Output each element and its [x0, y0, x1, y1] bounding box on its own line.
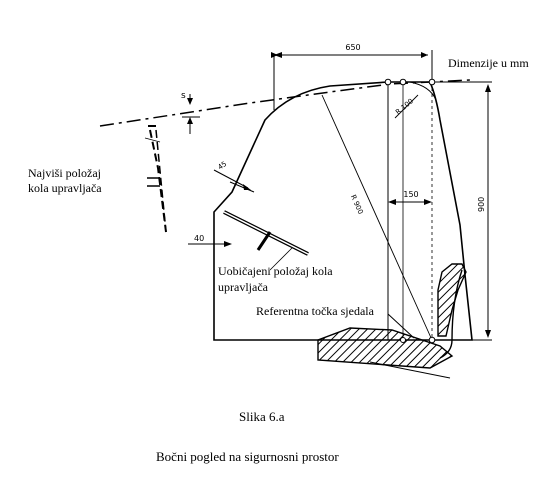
dim-40: 40 — [194, 234, 204, 243]
dim-900: 900 — [477, 197, 486, 212]
dim-s: s — [181, 91, 186, 101]
safety-space-outline — [213, 81, 473, 341]
figure-number: Slika 6.a — [239, 409, 285, 424]
usual-position-label-line1: Uobičajeni položaj kola — [218, 264, 333, 278]
figure-title: Bočni pogled na sigurnosni prostor — [156, 449, 339, 464]
seat-reference-point-label: Referentna točka sjedala — [256, 304, 374, 318]
highest-position-label-line2: kola upravljača — [28, 181, 102, 195]
seat-cushion — [317, 327, 454, 369]
steering-highest-position — [148, 125, 167, 233]
dim-650: 650 — [345, 43, 360, 52]
dim-150: 150 — [403, 190, 418, 199]
dim-45: 45 — [216, 160, 228, 172]
usual-position-label-line2: upravljača — [218, 280, 268, 294]
highest-position-label-line1: Najviši položaj — [28, 166, 101, 180]
dim-r900: R 900 — [349, 194, 365, 216]
roof-dashed-line — [99, 79, 471, 127]
units-label: Dimenzije u mm — [448, 56, 529, 70]
dim-r100: R 100 — [394, 97, 415, 116]
